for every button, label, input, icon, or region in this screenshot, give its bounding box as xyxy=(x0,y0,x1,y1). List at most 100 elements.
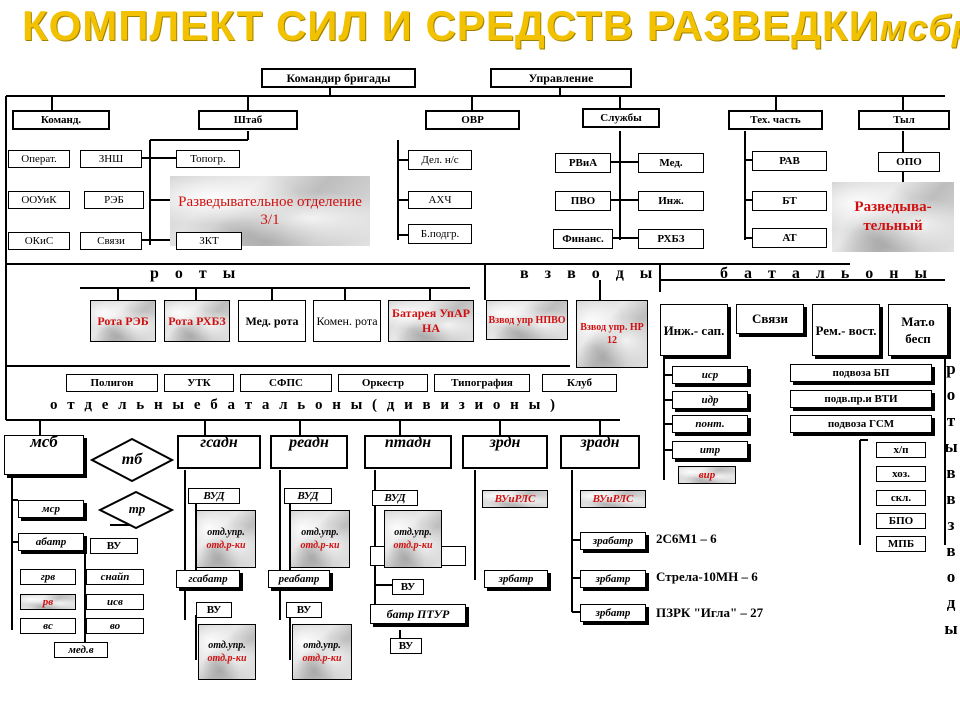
zradn-weapon-3: ПЗРК "Игла" – 27 xyxy=(656,604,826,622)
ptadn-box: птадн xyxy=(364,435,452,469)
label-batalony: б а т а л ь о н ы xyxy=(720,265,934,282)
gsadn-otd-rki-2: отд.р-ки xyxy=(207,653,247,664)
readn-box: реадн xyxy=(270,435,348,469)
page-title: КОМПЛЕКТ СИЛ И СРЕДСТВ РАЗВЕДКИмсбр xyxy=(22,2,960,49)
readn-vu-box: ВУ xyxy=(286,602,322,618)
podvoza-bp-box: подвоза БП xyxy=(790,364,932,382)
shtab-box: Штаб xyxy=(198,110,298,130)
pont-box: понт. xyxy=(672,415,748,433)
readn-vud-box: ВУД xyxy=(284,488,332,504)
svyazi-staff-box: Связи xyxy=(80,232,142,250)
ptadn-otd-upr: отд.упр. xyxy=(394,527,432,538)
label-otd-batalony: о т д е л ь н ы е б а т а л ь о н ы ( д … xyxy=(50,397,559,413)
zrdn-box: зрдн xyxy=(462,435,548,469)
rota-rhbz-box: Рота РХБЗ xyxy=(164,300,230,342)
zradn-weapon-1: 2С6М1 – 6 xyxy=(656,530,776,548)
medv-box: мед.в xyxy=(54,642,108,658)
readn-otd-rki-2: отд.р-ки xyxy=(302,653,342,664)
grv-box: грв xyxy=(20,569,76,585)
gsadn-vud-box: ВУД xyxy=(188,488,240,504)
ptadn-otd-group: отд.упр. отд.р-ки xyxy=(384,510,442,568)
ahch-box: АХЧ xyxy=(408,191,472,209)
bat-rem-vost-box: Рем.- вост. xyxy=(812,304,880,356)
tr-label: тр xyxy=(128,501,146,516)
zradn-weapon-2: Стрела-10МН – 6 xyxy=(656,568,806,586)
oouik-box: ООУиК xyxy=(8,191,70,209)
utk-box: УТК xyxy=(164,374,234,392)
readn-otd-group: отд.упр. отд.р-ки xyxy=(290,510,350,568)
tr-rhombus xyxy=(98,490,174,530)
pvo-box: ПВО xyxy=(555,191,611,211)
itr-box: итр xyxy=(672,441,748,459)
klub-box: Клуб xyxy=(542,374,617,392)
del-ns-box: Дел. н/с xyxy=(408,150,472,170)
razv-tyl-box: Разведыва-тельный xyxy=(832,182,954,252)
tipografiya-box: Типография xyxy=(434,374,530,392)
gsabatr-box: гсабатр xyxy=(176,570,240,588)
rota-reb-box: Рота РЭБ xyxy=(90,300,156,342)
zrabatr-box: зрабатр xyxy=(580,532,646,550)
ptadn-otd-rki: отд.р-ки xyxy=(393,540,433,551)
poligon-box: Полигон xyxy=(66,374,158,392)
idr-box: идр xyxy=(672,391,748,409)
bat-svyazi-box: Связи xyxy=(736,304,804,334)
finans-box: Финанс. xyxy=(553,229,613,249)
med-service-box: Мед. xyxy=(638,153,704,173)
ptadn-vu-box: ВУ xyxy=(392,579,424,595)
snaip-box: снайп xyxy=(86,569,144,585)
rav-box: РАВ xyxy=(752,151,827,171)
gsadn-box: гсадн xyxy=(177,435,261,469)
isr-box: иср xyxy=(672,366,748,384)
bpodgr-box: Б.подгр. xyxy=(408,224,472,244)
vo-box: во xyxy=(86,618,144,634)
opo-box: ОПО xyxy=(878,152,940,172)
bat-inzh-sap-box: Инж.- сап. xyxy=(660,304,728,356)
komen-rota-box: Комен. рота xyxy=(313,300,381,342)
rhbz-service-box: РХБЗ xyxy=(638,229,704,249)
tech-box: Тех. часть xyxy=(728,110,823,130)
reabatr-box: реабатр xyxy=(268,570,330,588)
tb-label: тб xyxy=(121,451,143,468)
zradn-box: зрадн xyxy=(560,435,640,469)
bpo-box: БПО xyxy=(876,513,926,529)
abatr-box: абатр xyxy=(18,533,84,551)
zradn-zrbatr-1: зрбатр xyxy=(580,570,646,588)
zkt-box: ЗКТ xyxy=(176,232,242,250)
isv-box: исв xyxy=(86,594,144,610)
management-box: Управление xyxy=(490,68,632,88)
komand-box: Команд. xyxy=(12,110,110,130)
readn-otd-upr-2: отд.упр. xyxy=(303,640,341,651)
rv-box: рв xyxy=(20,594,76,610)
zrbatr-box: зрбатр xyxy=(484,570,548,588)
operat-box: Операт. xyxy=(8,150,70,168)
bt-box: БТ xyxy=(752,191,827,211)
gsadn-otd-upr: отд.упр. xyxy=(207,527,245,538)
vs-box: вс xyxy=(20,618,76,634)
ptadn-vud-box: ВУД xyxy=(372,490,418,506)
gsadn-vu-box: ВУ xyxy=(196,602,232,618)
bat-mato-box: Мат.о бесп xyxy=(888,304,948,356)
podvoza-gsm-box: подвоза ГСМ xyxy=(790,415,932,433)
vzvod-nr-box: Взвод упр. НР 12 xyxy=(576,300,648,368)
zrdn-vuirls-box: ВУиРЛС xyxy=(482,490,548,508)
readn-otd-upr: отд.упр. xyxy=(301,527,339,538)
zradn-zrbatr-2: зрбатр xyxy=(580,604,646,622)
label-roty: р о т ы xyxy=(150,265,242,282)
gsadn-otd-upr-2: отд.упр. xyxy=(208,640,246,651)
gsadn-otd-group: отд.упр. отд.р-ки xyxy=(196,510,256,568)
readn-otd-rki: отд.р-ки xyxy=(300,540,340,551)
med-rota-box: Мед. рота xyxy=(238,300,306,342)
msr-box: мср xyxy=(18,500,84,518)
msb-box: мсб xyxy=(4,435,84,475)
topogr-box: Топогр. xyxy=(176,150,240,168)
readn-otd-group-2: отд.упр. отд.р-ки xyxy=(292,624,352,680)
label-roty-vzvody-vertical: роты в взводы xyxy=(944,359,958,638)
tyl-box: Тыл xyxy=(858,110,950,130)
tb-rhombus xyxy=(90,437,174,483)
podv-vti-box: подв.пр.и ВТИ xyxy=(790,390,932,408)
gsadn-otd-group-2: отд.упр. отд.р-ки xyxy=(198,624,256,680)
battery-upar-box: Батарея УпАР НА xyxy=(388,300,474,342)
label-vzvody: в з в о д ы xyxy=(520,265,659,282)
